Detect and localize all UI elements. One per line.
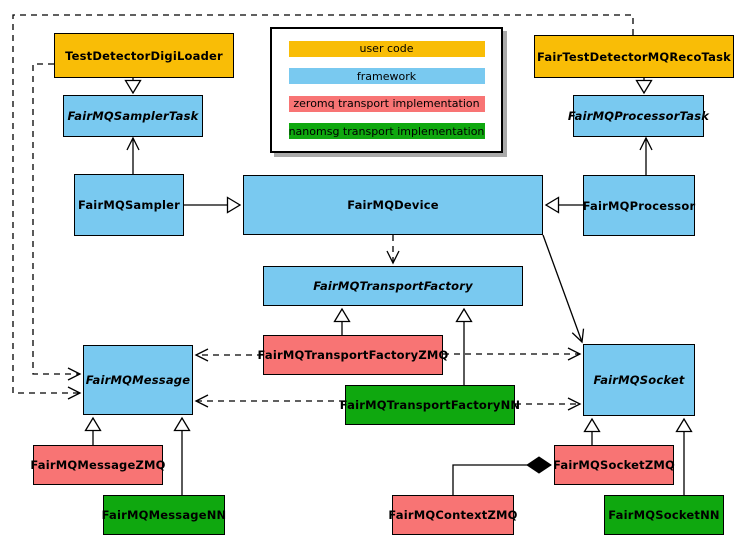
node-fairmq-socket: FairMQSocket <box>583 344 695 416</box>
node-test-detector-digi-loader: TestDetectorDigiLoader <box>54 33 234 78</box>
node-fairmq-processor-task: FairMQProcessorTask <box>568 95 709 137</box>
edge-group <box>12 14 693 495</box>
edge-contextzmq-to-socketzmq-composition <box>452 456 552 495</box>
legend-item-nanomsg: nanomsg transport implementation <box>288 123 485 140</box>
edge-device-to-socket-association <box>542 234 585 344</box>
legend-item-zeromq: zeromq transport implementation <box>288 95 485 112</box>
edge-digiloader-to-message-dependency <box>32 63 82 381</box>
node-fairmq-message-nn: FairMQMessageNN <box>102 495 226 535</box>
node-fairmq-transport-factory-nn: FairMQTransportFactoryNN <box>340 385 520 425</box>
node-fairmq-device: FairMQDevice <box>243 175 543 235</box>
node-fairmq-sampler: FairMQSampler <box>74 174 184 236</box>
node-fairmq-sampler-task: FairMQSamplerTask <box>63 95 203 137</box>
node-fair-test-detector-mq-reco-task: FairTestDetectorMQRecoTask <box>534 35 734 78</box>
node-fairmq-socket-nn: FairMQSocketNN <box>604 495 724 535</box>
node-fairmq-message: FairMQMessage <box>83 345 193 415</box>
node-fairmq-message-zmq: FairMQMessageZMQ <box>30 445 165 485</box>
legend-item-framework: framework <box>288 68 485 85</box>
node-fairmq-transport-factory-zmq: FairMQTransportFactoryZMQ <box>258 335 448 375</box>
node-fairmq-transport-factory: FairMQTransportFactory <box>263 266 523 306</box>
edge-recotask-to-message-dependency <box>12 14 634 400</box>
legend: user code framework zeromq transport imple… <box>270 27 503 153</box>
legend-item-user_code: user code <box>288 40 485 57</box>
node-fairmq-processor: FairMQProcessor <box>583 175 695 236</box>
node-fairmq-socket-zmq: FairMQSocketZMQ <box>553 445 675 485</box>
node-fairmq-context-zmq: FairMQContextZMQ <box>388 495 517 535</box>
